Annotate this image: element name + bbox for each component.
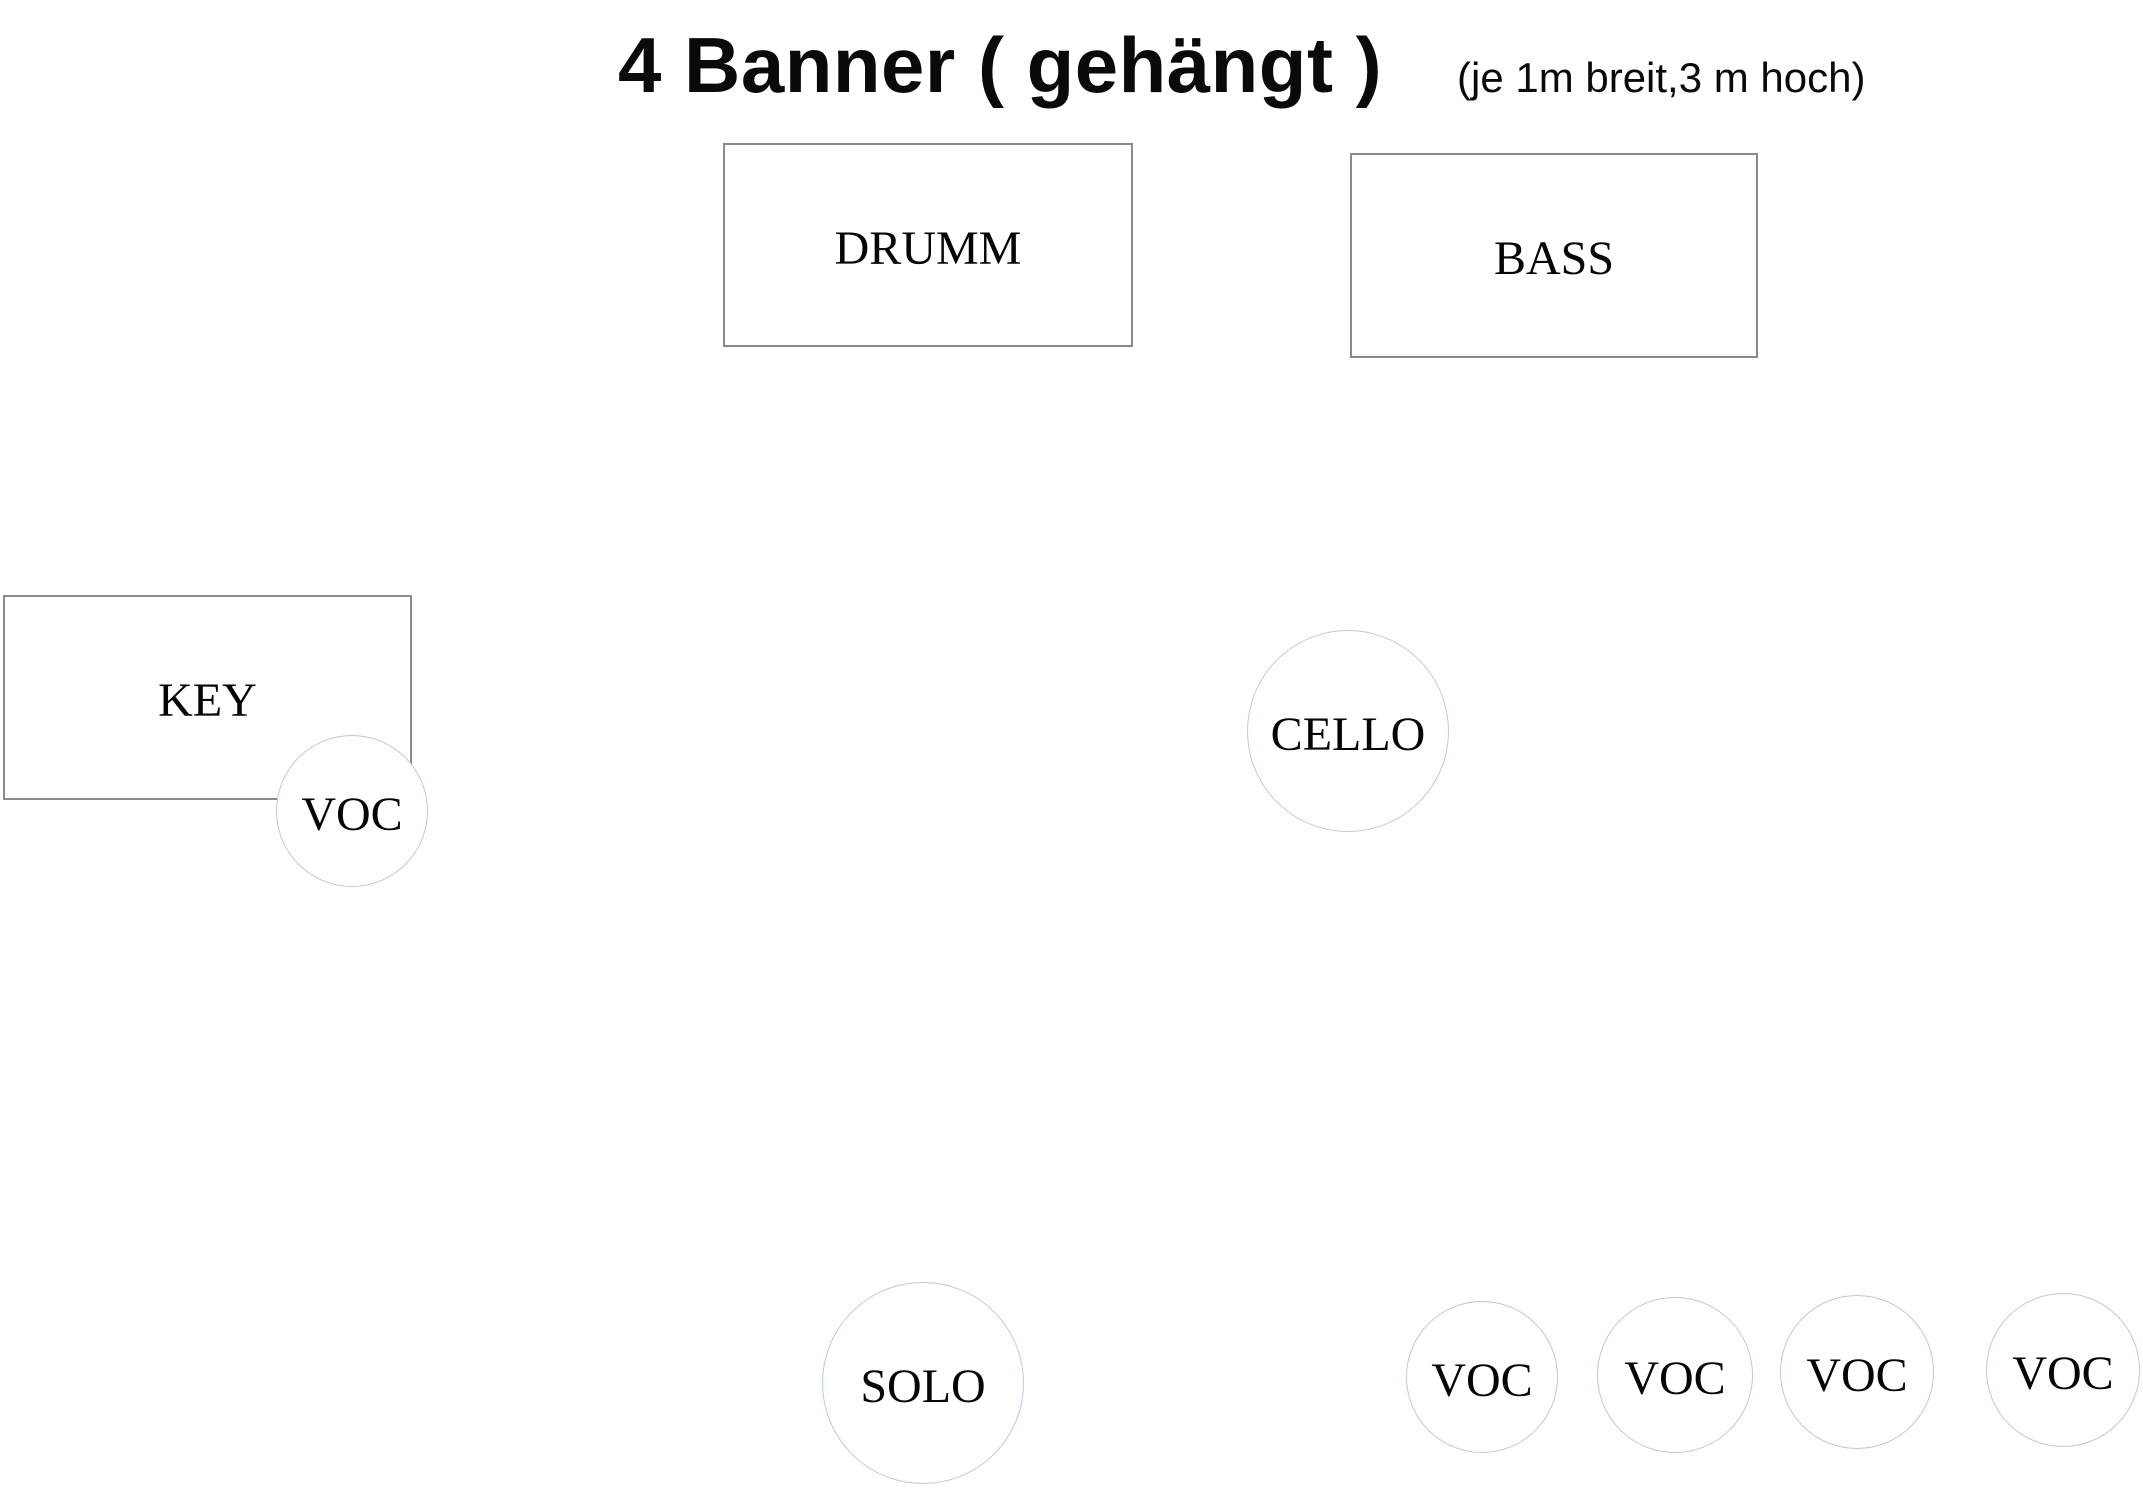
page-title: 4 Banner ( gehängt ) (618, 21, 1383, 109)
page-subtitle: (je 1m breit,3 m hoch) (1457, 54, 1866, 101)
cello-label: CELLO (1270, 707, 1426, 761)
stage-box-bass: BASS (1350, 153, 1758, 358)
bass-label: BASS (1493, 232, 1615, 285)
stage-circle-voc-1: VOC (1406, 1301, 1558, 1453)
stage-circle-cello: CELLO (1247, 630, 1449, 832)
stage-circle-voc-2: VOC (1597, 1297, 1753, 1453)
stage-circle-voc-key: VOC (276, 735, 428, 887)
key-label: KEY (158, 674, 257, 727)
stage-circle-voc-4: VOC (1986, 1293, 2140, 1447)
solo-label: SOLO (860, 1359, 986, 1413)
voc-2-label: VOC (1624, 1351, 1726, 1405)
voc-4-label: VOC (2012, 1346, 2114, 1400)
stage-circle-solo: SOLO (822, 1282, 1024, 1484)
voc-3-label: VOC (1806, 1348, 1908, 1402)
voc-1-label: VOC (1431, 1353, 1533, 1407)
stage-box-drumm: DRUMM (723, 143, 1133, 347)
stage-circle-voc-3: VOC (1780, 1295, 1934, 1449)
voc-key-label: VOC (301, 787, 403, 841)
drumm-label: DRUMM (834, 221, 1022, 275)
